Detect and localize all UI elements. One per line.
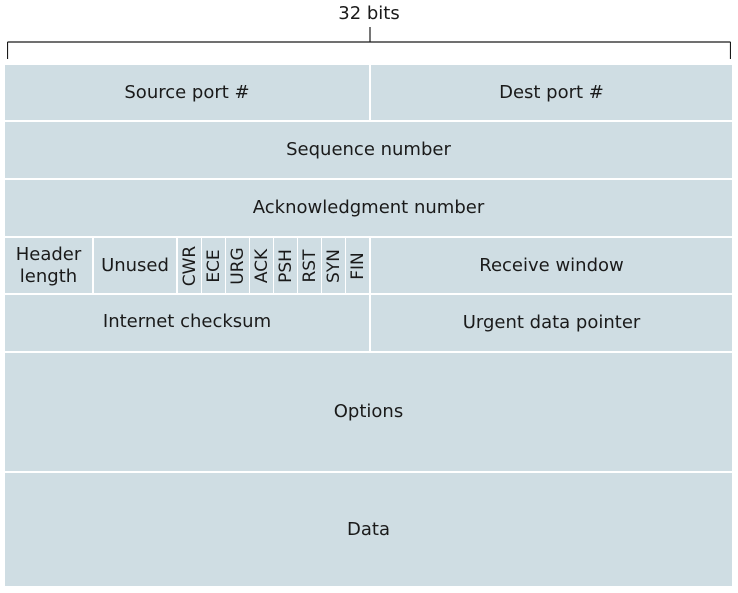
- flag-psh: PSH: [276, 248, 296, 283]
- flag-divider: [321, 238, 322, 293]
- acknowledgment-number-field: Acknowledgment number: [5, 180, 732, 236]
- flag-urg: URG: [228, 246, 248, 285]
- flag-divider: [249, 238, 250, 293]
- receive-window-field: Receive window: [371, 238, 732, 293]
- flag-ack: ACK: [252, 248, 272, 283]
- flag-divider: [273, 238, 274, 293]
- flag-divider: [225, 238, 226, 293]
- header-length-field: Header length: [5, 238, 92, 293]
- flag-rst: RST: [300, 249, 320, 282]
- width-bracket: [7, 27, 731, 59]
- width-label: 32 bits: [338, 3, 400, 24]
- options-field: Options: [5, 353, 732, 471]
- flag-cwr: CWR: [180, 245, 200, 286]
- sequence-number-field: Sequence number: [5, 122, 732, 178]
- unused-field: Unused: [94, 238, 176, 293]
- internet-checksum-field: Internet checksum: [5, 295, 369, 351]
- data-field: Data: [5, 473, 732, 586]
- urgent-pointer-field: Urgent data pointer: [371, 295, 732, 351]
- flag-divider: [345, 238, 346, 293]
- flag-fin: FIN: [348, 251, 368, 280]
- source-port-field: Source port #: [5, 65, 369, 120]
- flag-ece: ECE: [204, 248, 224, 283]
- flag-divider: [201, 238, 202, 293]
- flag-divider: [297, 238, 298, 293]
- flag-syn: SYN: [324, 248, 344, 283]
- dest-port-field: Dest port #: [371, 65, 732, 120]
